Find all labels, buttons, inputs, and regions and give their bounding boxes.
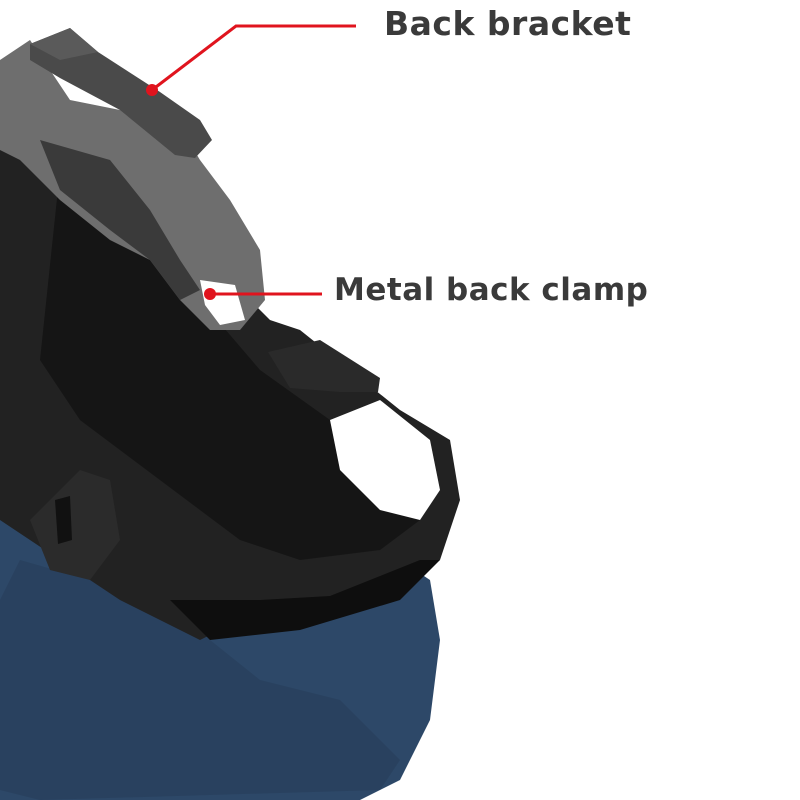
leader-dot-icon <box>146 84 158 96</box>
leader-line-back-bracket <box>146 24 356 96</box>
leader-line-metal-clamp <box>204 288 322 300</box>
label-metal-back-clamp: Metal back clamp <box>334 272 649 308</box>
back-bracket <box>30 28 212 158</box>
leader-dot-icon <box>204 288 216 300</box>
label-back-bracket: Back bracket <box>384 4 632 43</box>
